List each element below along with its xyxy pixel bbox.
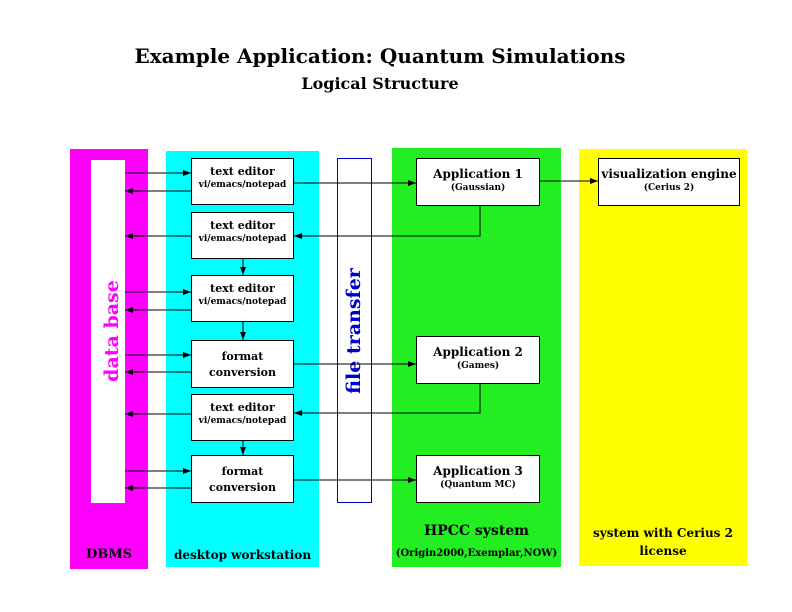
visualization-label: visualization engine — [601, 167, 737, 181]
text-editor-box-3: text editor vi/emacs/notepad — [191, 275, 294, 322]
application-sub: (Gaussian) — [450, 183, 506, 193]
application-1-box: Application 1 (Gaussian) — [416, 158, 540, 206]
page-subtitle: Logical Structure — [301, 74, 459, 93]
text-editor-tools: vi/emacs/notepad — [198, 297, 287, 307]
text-editor-label: text editor — [210, 401, 275, 414]
text-editor-tools: vi/emacs/notepad — [198, 416, 287, 426]
application-sub: (Games) — [456, 361, 500, 371]
cerius-sublabel: license — [639, 544, 687, 558]
text-editor-label: text editor — [210, 219, 275, 232]
database-store — [91, 160, 125, 503]
text-editor-label: text editor — [210, 282, 275, 295]
text-editor-box-2: text editor vi/emacs/notepad — [191, 212, 294, 259]
visualization-engine-box: visualization engine (Cerius 2) — [598, 158, 740, 206]
dbms-label: DBMS — [85, 547, 133, 562]
workstation-label: desktop workstation — [173, 548, 312, 562]
text-editor-label: text editor — [210, 165, 275, 178]
visualization-sub: (Cerius 2) — [643, 183, 695, 193]
text-editor-box-1: text editor vi/emacs/notepad — [191, 158, 294, 205]
cerius-label: system with Cerius 2 — [593, 526, 733, 540]
application-3-box: Application 3 (Quantum MC) — [416, 455, 540, 503]
hpcc-label: HPCC system — [424, 523, 529, 539]
file-transfer-channel — [337, 158, 372, 503]
application-sub: (Quantum MC) — [440, 480, 516, 490]
application-2-box: Application 2 (Games) — [416, 336, 540, 384]
arrow-app2-to-editor4 — [294, 384, 481, 416]
cerius-column — [579, 149, 747, 566]
text-editor-tools: vi/emacs/notepad — [198, 180, 287, 190]
application-label: Application 3 — [433, 464, 523, 478]
page-title: Example Application: Quantum Simulations — [134, 44, 626, 68]
text-editor-tools: vi/emacs/notepad — [198, 234, 287, 244]
arrow-app1-to-editor2 — [294, 206, 481, 239]
text-editor-box-4: text editor vi/emacs/notepad — [191, 394, 294, 441]
application-label: Application 1 — [433, 167, 523, 181]
hpcc-sublabel: (Origin2000,Exemplar,NOW) — [395, 548, 558, 559]
application-label: Application 2 — [433, 345, 523, 359]
